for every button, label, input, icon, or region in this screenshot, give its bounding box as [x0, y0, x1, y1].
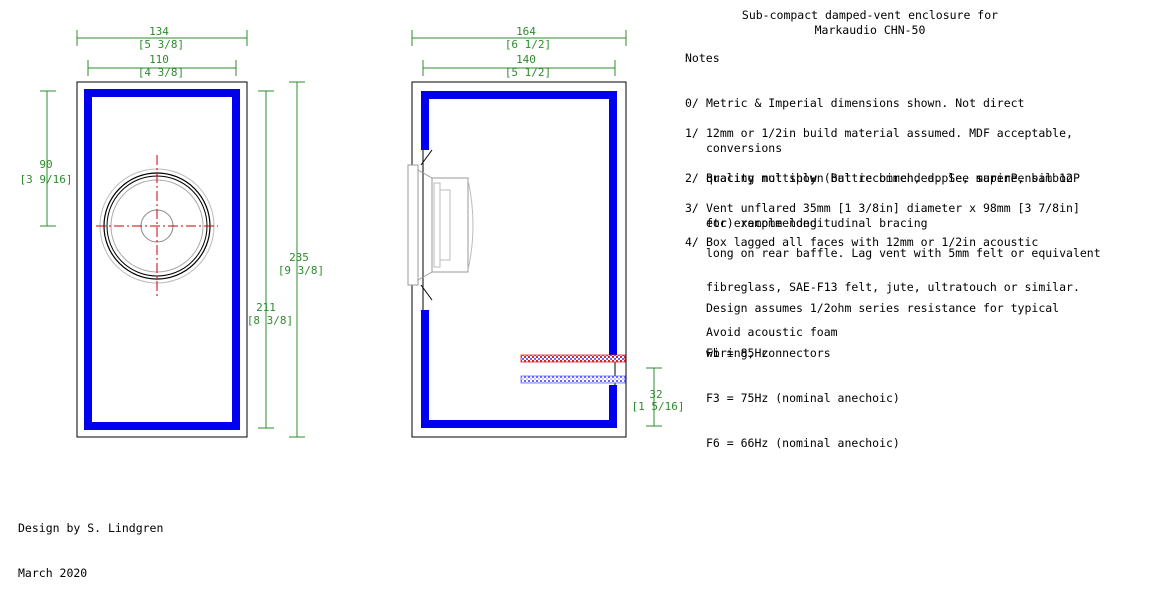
dim-label-imperial: [8 3/8]: [247, 314, 293, 327]
drawing-title: Sub-compact damped-vent enclosure for Ma…: [680, 8, 1060, 38]
note-3: 3/Vent unflared 35mm [1 3/8in] diameter …: [685, 201, 1101, 260]
front-view: [76, 81, 248, 438]
design-note: Design assumes 1/2ohm series resistance …: [706, 301, 1060, 360]
spec-f3: F3 = 75Hz (nominal anechoic): [706, 391, 900, 405]
note-2: 2/Bracing not shown but recommended. See…: [685, 171, 1080, 230]
dim-height-inner: 211 [8 3/8]: [247, 90, 293, 429]
vent: [520, 354, 626, 384]
specs: Fb = 85Hz F3 = 75Hz (nominal anechoic) F…: [685, 316, 900, 466]
dim-driver-center: 90 [3 9/16]: [20, 90, 73, 227]
dim-label-metric: 140: [516, 53, 536, 66]
dim-front-width-inner: 110 [4 3/8]: [87, 53, 237, 79]
dim-front-width-outer: 134 [5 3/8]: [76, 25, 248, 51]
side-view: [407, 81, 627, 438]
dim-label-metric: 32: [649, 388, 662, 401]
dim-vent-height: 32 [1 5/16]: [632, 367, 685, 427]
driver-side: [407, 149, 474, 301]
credit: Design by S. Lindgren March 2020: [18, 491, 163, 596]
front-lagging: [84, 89, 240, 430]
note-4: 4/Box lagged all faces with 12mm or 1/2i…: [685, 235, 1080, 339]
spec-fb: Fb = 85Hz: [706, 346, 769, 360]
dim-label-metric: 164: [516, 25, 536, 38]
dim-label-metric: 90: [39, 158, 52, 171]
dim-label-imperial: [9 3/8]: [278, 264, 324, 277]
dim-label-imperial: [4 3/8]: [138, 66, 184, 79]
dim-side-depth-outer: 164 [6 1/2]: [411, 25, 627, 51]
dim-label-metric: 211: [256, 301, 276, 314]
dim-side-depth-inner: 140 [5 1/2]: [422, 53, 616, 79]
credit-author: Design by S. Lindgren: [18, 521, 164, 535]
side-lagging: [421, 91, 617, 428]
note-1: 1/12mm or 1/2in build material assumed. …: [685, 126, 1073, 230]
note-0: 0/Metric & Imperial dimensions shown. No…: [685, 96, 1025, 155]
spec-f6: F6 = 66Hz (nominal anechoic): [706, 436, 900, 450]
dim-label-metric: 134: [149, 25, 169, 38]
title-line-1: Sub-compact damped-vent enclosure for: [741, 8, 999, 22]
dim-height-outer: 235 [9 3/8]: [278, 81, 324, 438]
credit-date: March 2020: [18, 566, 88, 580]
dim-label-metric: 110: [149, 53, 169, 66]
enclosure-drawing: 134 [5 3/8] 110 [4 3/8] 90 [3 9/16] 235 …: [20, 25, 685, 438]
dimensions: 134 [5 3/8] 110 [4 3/8] 90 [3 9/16] 235 …: [20, 25, 685, 438]
dim-label-imperial: [5 1/2]: [505, 66, 551, 79]
dim-label-imperial: [6 1/2]: [505, 38, 551, 51]
notes-heading: Notes: [685, 51, 720, 65]
dim-label-imperial: [3 9/16]: [20, 173, 73, 186]
driver-front: [96, 155, 218, 298]
dim-label-imperial: [5 3/8]: [138, 38, 184, 51]
dim-label-metric: 235: [289, 251, 309, 264]
front-panel-outer: [76, 81, 248, 438]
dim-label-imperial: [1 5/16]: [632, 400, 685, 413]
title-line-2: Markaudio CHN-50: [814, 23, 926, 37]
